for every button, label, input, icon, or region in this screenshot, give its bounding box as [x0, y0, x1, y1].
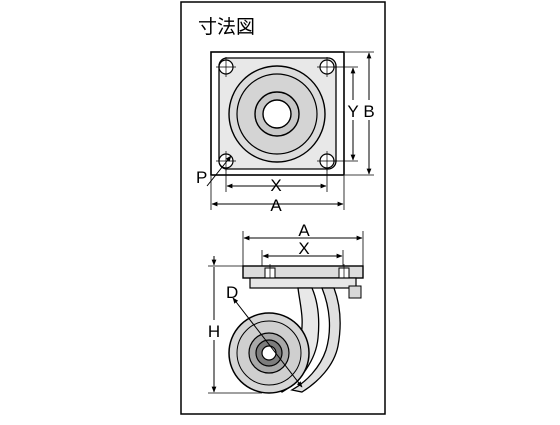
top-b-label: B [363, 102, 374, 121]
top-view: X A Y B P [196, 51, 376, 215]
top-p-label: P [196, 168, 207, 187]
side-view: A X D H [207, 221, 364, 394]
axle-hole [261, 345, 277, 361]
drawing-title: 寸法図 [198, 16, 255, 38]
top-y-label: Y [347, 102, 358, 121]
top-a-label: A [270, 196, 282, 215]
kingpin-hole [262, 99, 292, 129]
top-x-label: X [270, 176, 281, 195]
side-x-label: X [298, 239, 309, 258]
side-d-dimension-line [232, 297, 303, 388]
fork-inner [290, 287, 341, 393]
top-p-leader [206, 155, 232, 187]
side-h-label: H [208, 322, 220, 341]
side-d-label: D [226, 283, 238, 302]
side-a-label: A [298, 221, 310, 240]
